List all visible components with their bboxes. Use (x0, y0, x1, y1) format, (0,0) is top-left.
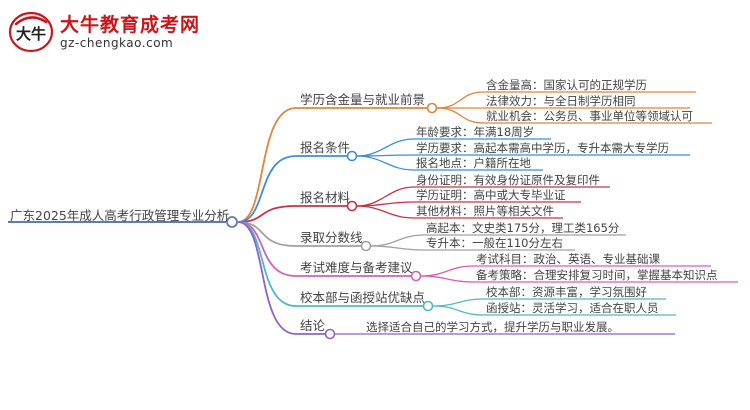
branch-node-6 (324, 328, 336, 340)
child-label-6-0: 选择适合自己的学习方式，提升学历与职业发展。 (366, 320, 619, 334)
branch-node-4 (410, 270, 422, 282)
child-label-1-1: 学历要求：高起本需高中学历，专升本需大专学历 (416, 141, 669, 155)
branch-label-6: 结论 (300, 318, 326, 333)
child-connector-2-2 (356, 205, 415, 219)
child-label-0-0: 含金量高：国家认可的正规学历 (486, 78, 647, 92)
child-label-5-1: 函授站：灵活学习，适合在职人员 (486, 301, 659, 315)
child-connector-3-0 (370, 234, 425, 247)
branch-node-0 (426, 102, 438, 114)
logo-mark-icon: 大牛 (8, 11, 54, 53)
branch-connector-0 (237, 107, 297, 223)
child-connector-1-2 (356, 155, 415, 171)
child-label-2-2: 其他材料：照片等相关文件 (416, 204, 554, 218)
branch-connector-6 (237, 221, 297, 335)
branch-label-1: 报名条件 (300, 140, 351, 155)
branch-connector-2 (237, 205, 297, 223)
child-label-3-1: 专升本：一般在110分左右 (426, 236, 563, 250)
child-label-3-0: 高起本：文史类175分，理工类165分 (426, 221, 620, 235)
child-connector-2-1 (356, 201, 415, 207)
child-label-4-1: 备考策略：合理安排复习时间，掌握基本知识点 (476, 268, 718, 282)
branch-label-2: 报名材料 (300, 190, 351, 205)
branch-label-5: 校本部与函授站优缺点 (300, 290, 426, 305)
child-connector-3-1 (370, 245, 425, 251)
child-connector-2-0 (356, 186, 415, 207)
child-connector-5-0 (432, 298, 485, 307)
child-label-0-2: 就业机会：公务员、事业单位等领域认可 (486, 109, 693, 123)
logo-mark-text: 大牛 (16, 25, 46, 43)
branch-node-3 (360, 240, 372, 252)
mindmap-root: 广东2025年成人高考行政管理专业分析 (10, 208, 230, 223)
child-connector-1-0 (356, 138, 415, 157)
root-node (226, 216, 238, 228)
site-logo: 大牛 大牛教育成考网 gz-chengkao.com (8, 8, 248, 58)
branch-connector-4 (237, 221, 297, 277)
child-label-1-0: 年龄要求：年满18周岁 (416, 125, 535, 139)
branch-connector-1 (237, 155, 297, 223)
branch-node-5 (422, 300, 434, 312)
child-label-1-2: 报名地点：户籍所在地 (416, 156, 531, 170)
logo-url: gz-chengkao.com (60, 36, 174, 50)
child-connector-4-1 (420, 275, 475, 283)
child-connector-0-2 (436, 107, 485, 124)
child-label-4-0: 考试科目：政治、英语、专业基础课 (476, 252, 660, 266)
branch-label-0: 学历含金量与就业前景 (300, 92, 426, 107)
child-connector-0-0 (436, 91, 485, 109)
child-connector-5-1 (432, 305, 485, 316)
child-label-2-0: 身份证明：有效身份证原件及复印件 (416, 173, 600, 187)
branch-label-3: 录取分数线 (300, 230, 363, 245)
branch-label-4: 考试难度与备考建议 (300, 260, 413, 275)
child-label-5-0: 校本部：资源丰富，学习氛围好 (486, 285, 647, 299)
child-label-2-1: 学历证明：高中或大专毕业证 (416, 188, 566, 202)
child-connector-4-0 (420, 265, 475, 277)
branch-node-1 (346, 150, 358, 162)
child-label-0-1: 法律效力：与全日制学历相同 (486, 94, 636, 108)
logo-title: 大牛教育成考网 (60, 14, 201, 36)
branch-node-2 (346, 200, 358, 212)
